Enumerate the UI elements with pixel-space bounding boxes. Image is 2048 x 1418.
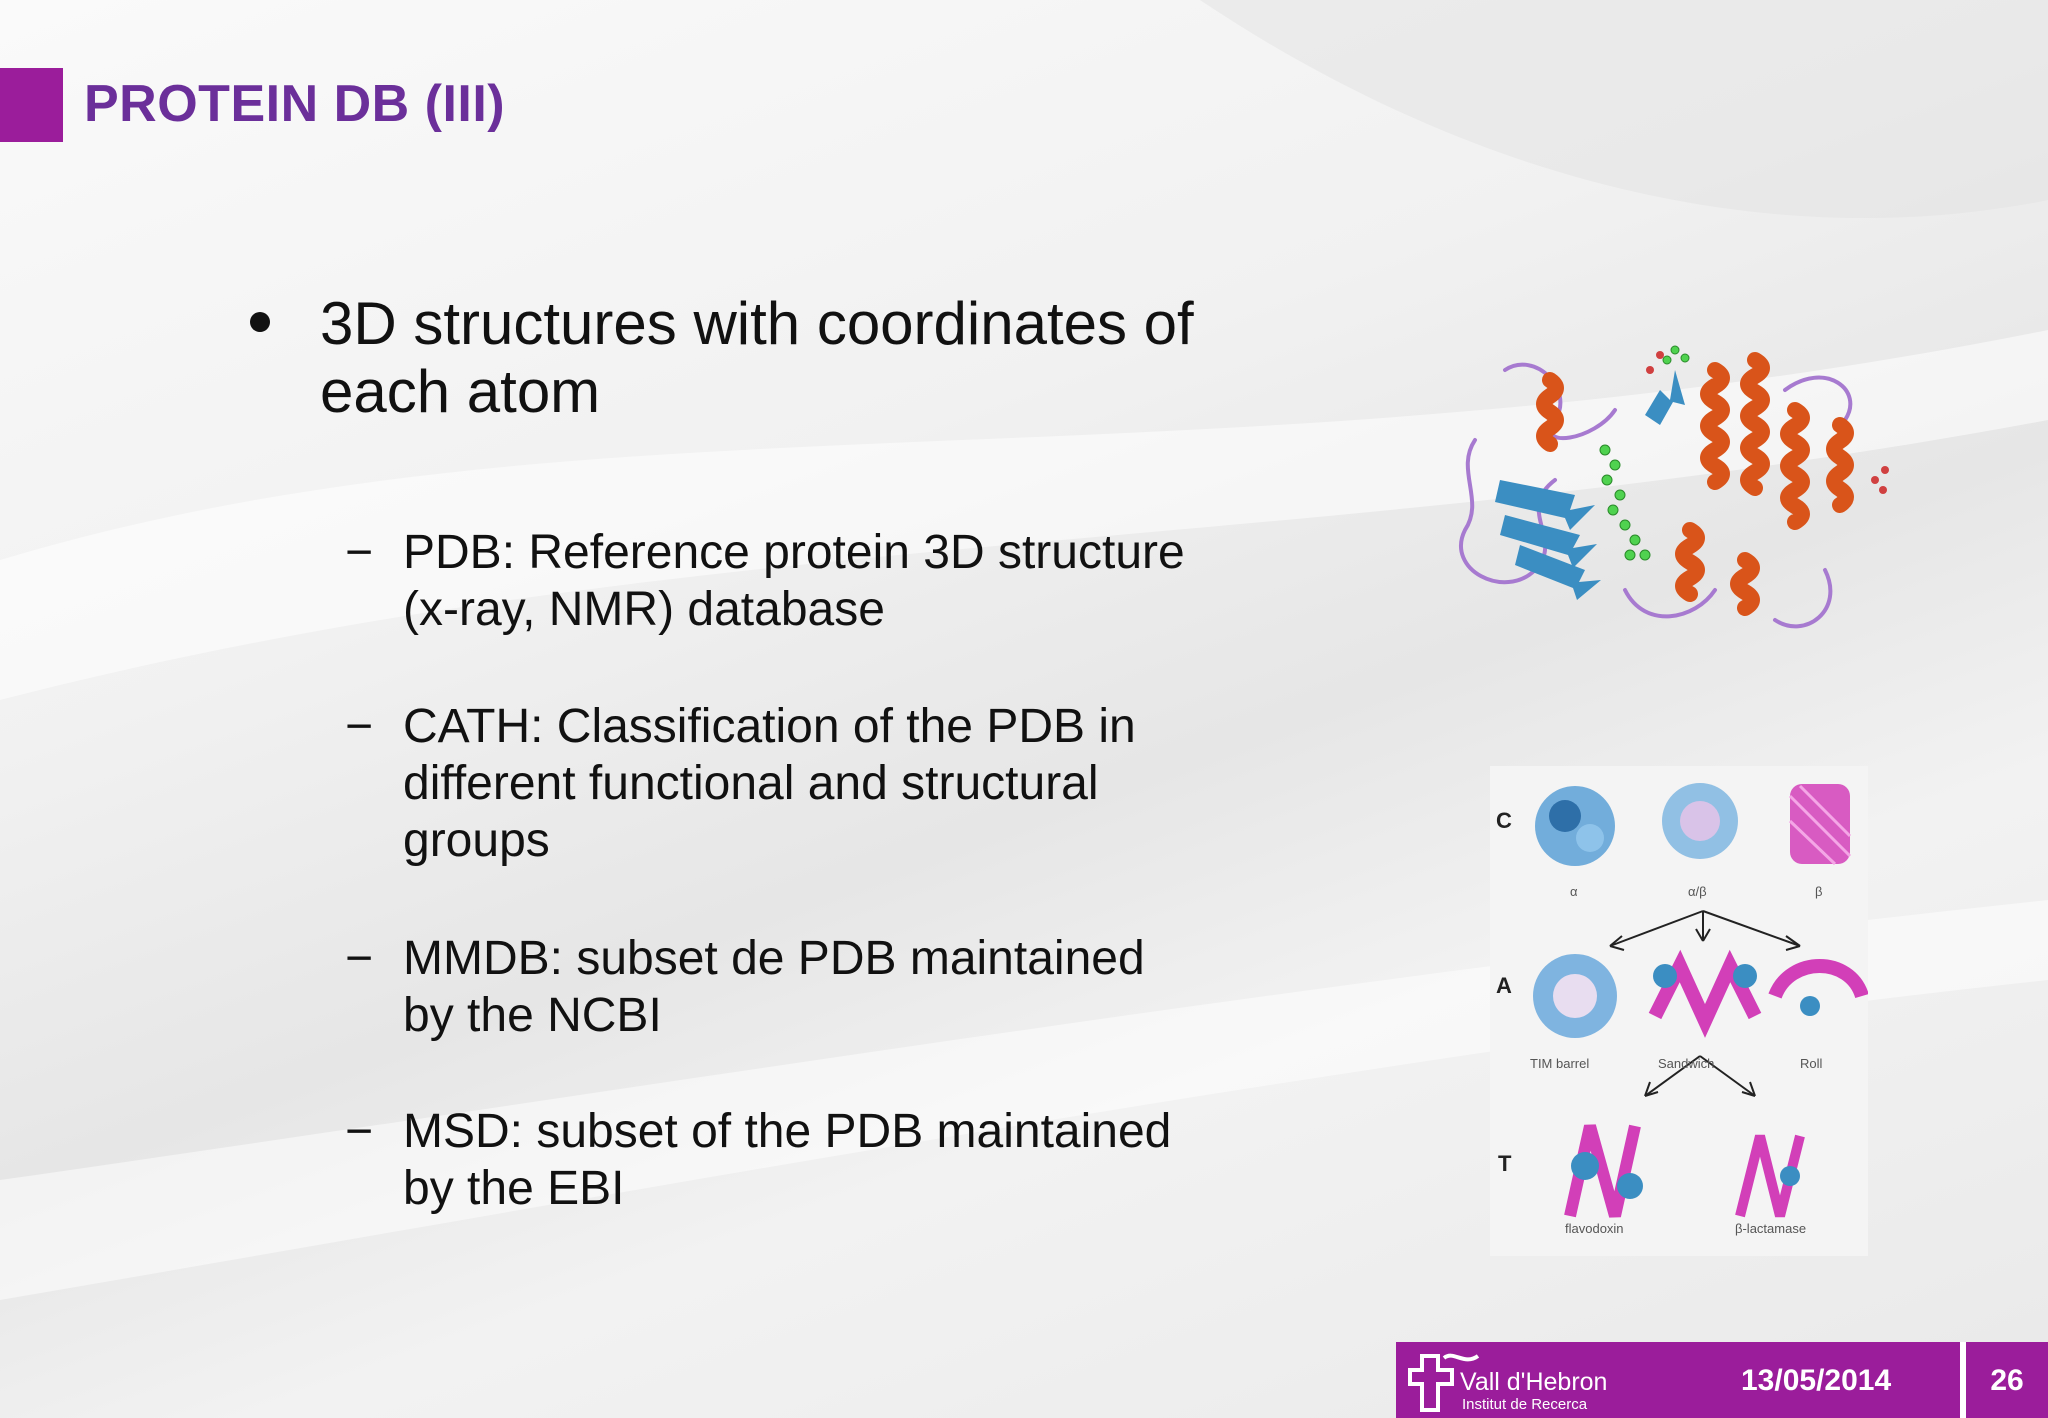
cath-structures-icon (1533, 783, 1868, 1218)
cath-level-label: T (1498, 1151, 1512, 1176)
slide-title: PROTEIN DB (III) (84, 75, 506, 133)
page-number: 26 (1990, 1364, 2024, 1397)
cath-architecture-label: Roll (1800, 1056, 1823, 1071)
bullet-dot-icon (250, 312, 270, 332)
footer-page-box: 26 (1966, 1342, 2048, 1418)
footer-date: 13/05/2014 (1741, 1364, 1892, 1397)
cath-class-label: α/β (1688, 884, 1707, 899)
cath-hierarchy-image: C A T α α/β β TIM barrel Sandwich Roll f… (1490, 766, 1868, 1256)
logo-name: Vall d'Hebron (1460, 1368, 1608, 1396)
dash-icon: − (345, 700, 374, 753)
sub-item-text: MMDB: subset de PDB maintained by the NC… (403, 932, 1145, 1042)
sub-item-text: CATH: Classification of the PDB in diffe… (403, 700, 1136, 867)
protein-ribbon-image (1459, 345, 1889, 629)
dash-icon: − (345, 932, 374, 985)
main-bullet-text: 3D structures with coordinates of each a… (320, 290, 1194, 425)
cath-architecture-label: Sandwich (1658, 1056, 1715, 1071)
footer-logo-box: Vall d'Hebron Institut de Recerca 13/05/… (1396, 1342, 1960, 1418)
cross-logo-icon (1408, 1353, 1480, 1412)
cath-level-label: A (1496, 973, 1512, 998)
logo-subtitle: Institut de Recerca (1462, 1396, 1588, 1413)
dash-icon: − (345, 526, 374, 579)
sub-item-text: MSD: subset of the PDB maintained by the… (403, 1105, 1172, 1215)
cath-architecture-label: TIM barrel (1530, 1056, 1590, 1071)
cath-topology-label: flavodoxin (1565, 1221, 1624, 1236)
cath-class-label: β (1815, 884, 1823, 899)
footer-separator (1960, 1342, 1966, 1418)
dash-icon: − (345, 1105, 374, 1158)
title-accent-bar (0, 68, 63, 142)
cath-level-label: C (1496, 808, 1512, 833)
footer-bar: Vall d'Hebron Institut de Recerca 13/05/… (1396, 1342, 2048, 1418)
sub-item-text: PDB: Reference protein 3D structure (x-r… (403, 526, 1185, 636)
cath-class-label: α (1570, 884, 1578, 899)
cath-topology-label: β-lactamase (1735, 1221, 1807, 1236)
